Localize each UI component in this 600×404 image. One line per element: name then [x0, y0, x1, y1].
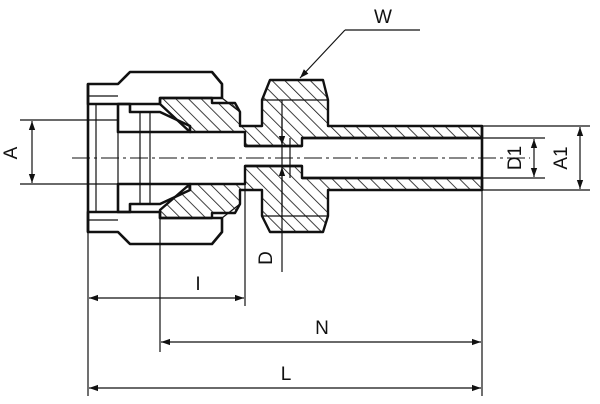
body-section-upper — [158, 78, 484, 148]
label-l: L — [281, 364, 292, 385]
nut-thread-upper — [221, 97, 241, 113]
w-leader-line — [299, 29, 346, 79]
dimension-a: A — [1, 119, 118, 185]
dimension-w: W — [299, 7, 420, 79]
body-section-lower — [158, 164, 484, 234]
label-i: I — [195, 274, 200, 295]
dimension-n: N — [161, 318, 481, 346]
dimension-a1: A1 — [482, 125, 590, 191]
dimension-l: L — [89, 364, 481, 392]
union-nut — [86, 70, 245, 246]
ferrule-upper — [116, 102, 192, 134]
label-d1: D1 — [505, 146, 526, 170]
fitting-body — [158, 78, 484, 234]
extension-lines-vertical — [87, 166, 483, 396]
label-a1: A1 — [551, 146, 572, 169]
nut-outline — [86, 70, 224, 106]
nut-thread-lower — [221, 203, 241, 219]
label-w: W — [374, 7, 392, 28]
dimension-d: D — [256, 100, 286, 272]
dimension-d1: D1 — [482, 137, 545, 179]
dimension-i: I — [89, 274, 244, 302]
label-a: A — [1, 146, 22, 159]
label-n: N — [315, 318, 329, 339]
label-d: D — [256, 251, 277, 265]
nut-outline-lower — [86, 210, 224, 246]
ferrule-lower — [116, 182, 192, 214]
